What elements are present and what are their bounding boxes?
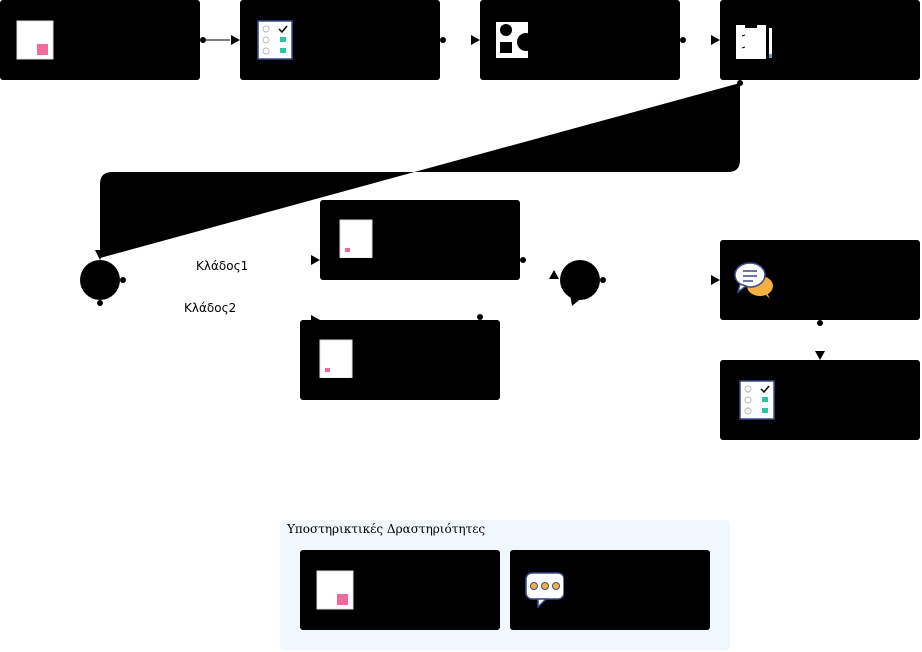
gateway-split[interactable] [80, 260, 120, 300]
branch2-label: Κλάδος2 [184, 301, 237, 315]
checklist-icon [739, 380, 775, 420]
branch1-label: Κλάδος1 [196, 259, 249, 273]
connector-branch2-merge [477, 314, 483, 320]
speech-dots-icon [525, 572, 564, 609]
task-node-chat[interactable] [720, 240, 920, 320]
document-pink-icon [16, 20, 54, 60]
task-node-branch2[interactable] [300, 320, 500, 400]
task-node-5[interactable] [720, 360, 920, 440]
document-small-icon [339, 219, 373, 258]
connector-gateway-branch1 [120, 255, 320, 283]
connector-1-2 [200, 35, 240, 45]
document-small-icon [319, 339, 353, 378]
task-node-1[interactable] [0, 0, 200, 80]
connector-branch1-merge [520, 257, 559, 279]
clipboard-pencil-icon [736, 22, 772, 59]
task-node-3[interactable] [480, 0, 680, 80]
connector-2-3 [440, 35, 480, 45]
chat-bubbles-icon [734, 262, 773, 299]
task-node-4[interactable] [720, 0, 920, 80]
support-activities-title: Υποστηρικτικές Δραστηριότητες [287, 522, 486, 536]
task-node-branch1[interactable] [320, 200, 520, 280]
checklist-icon [257, 20, 293, 60]
support-task-2[interactable] [510, 550, 710, 630]
connector-merge-chat [600, 275, 720, 285]
connector-3-4 [680, 35, 720, 45]
shapes-icon [496, 22, 535, 58]
connector-chat-checklist [815, 320, 825, 360]
merge-speech-event[interactable] [558, 258, 604, 310]
support-task-1[interactable] [300, 550, 500, 630]
task-node-2[interactable] [240, 0, 440, 80]
document-pink-icon [316, 570, 354, 610]
connector-4-gateway [95, 80, 743, 260]
